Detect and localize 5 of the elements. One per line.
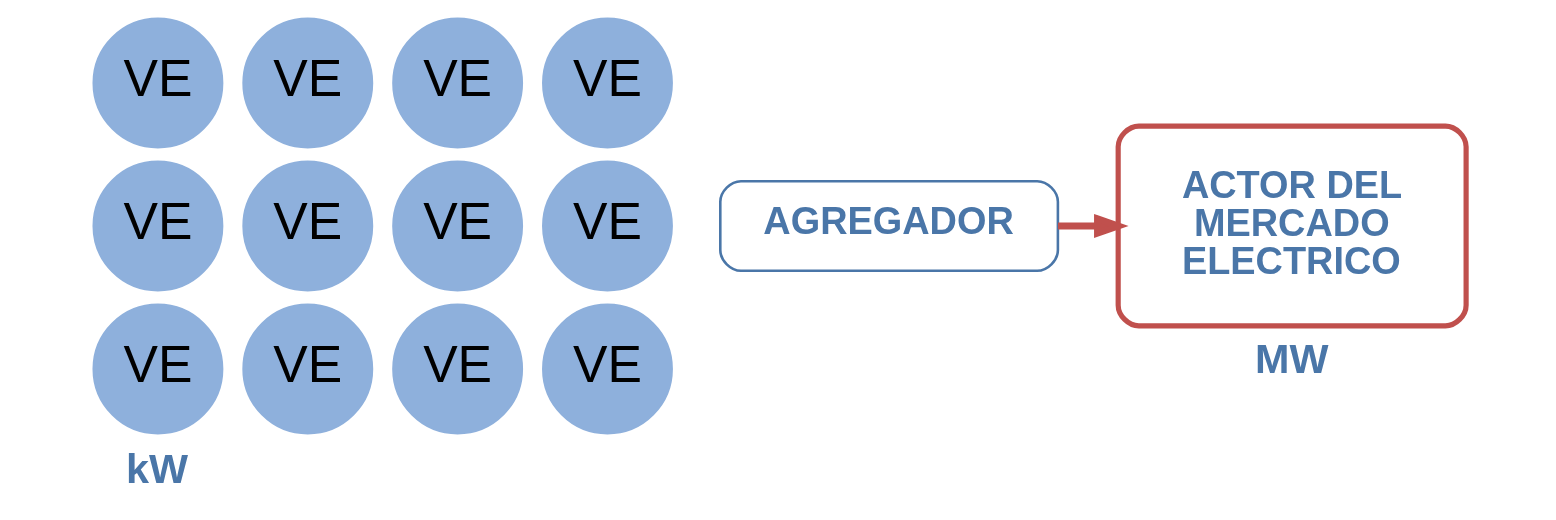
- label: kW: [126, 445, 189, 492]
- arrow: [1057, 213, 1129, 239]
- label: MW: [1255, 335, 1329, 382]
- node-box: ACTOR DEL MERCADO ELECTRICO: [1115, 123, 1469, 329]
- node-box: AGREGADOR: [719, 179, 1060, 273]
